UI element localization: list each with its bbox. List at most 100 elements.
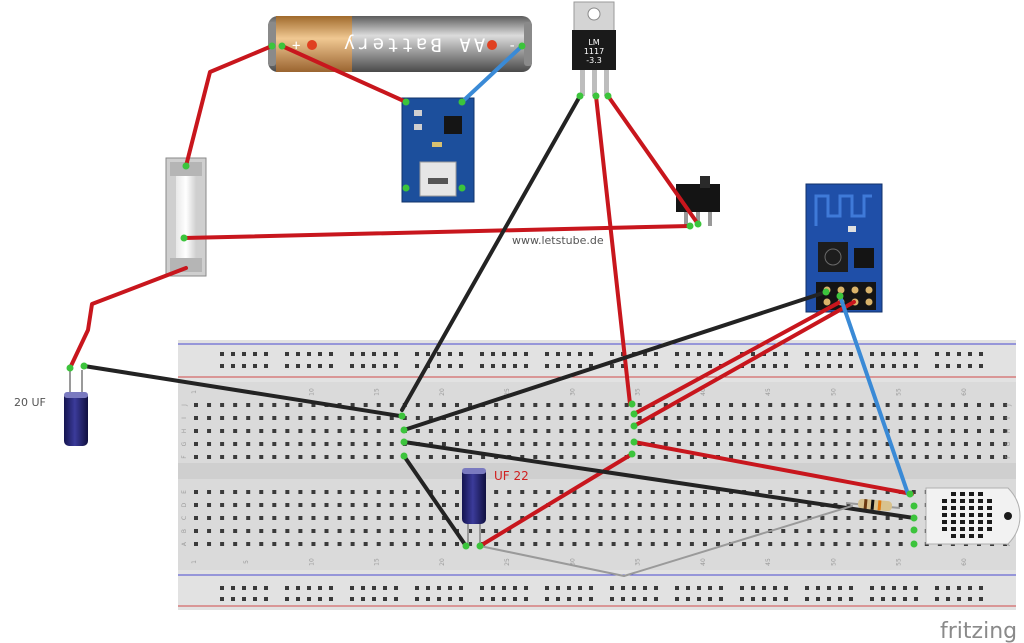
rail-hole: [448, 352, 452, 356]
rail-hole: [220, 597, 224, 601]
capacitor-large-top: [64, 392, 88, 398]
grid-hole: [337, 416, 342, 420]
grid-hole: [742, 542, 747, 546]
grid-hole: [716, 516, 720, 520]
rail-hole: [849, 597, 853, 601]
grid-hole: [363, 529, 368, 533]
rail-hole: [881, 364, 885, 368]
grid-hole: [990, 403, 995, 407]
grid-hole: [324, 442, 329, 446]
grid-hole: [950, 455, 955, 459]
rail-hole: [621, 586, 625, 590]
rail-hole: [968, 364, 972, 368]
grid-hole: [872, 429, 877, 433]
grid-hole: [259, 442, 264, 446]
rail-hole: [654, 364, 658, 368]
row-label: C: [181, 516, 188, 520]
grid-hole: [807, 442, 812, 446]
esp8266-module: [805, 183, 883, 313]
rail-hole: [805, 597, 809, 601]
rail-hole: [697, 352, 701, 356]
rail-hole: [556, 352, 560, 356]
rail-hole: [318, 586, 322, 590]
grid-hole: [311, 429, 316, 433]
grid-hole: [585, 490, 590, 494]
grid-hole: [415, 403, 420, 407]
grid-hole: [233, 429, 238, 433]
usb-port-slot: [428, 178, 448, 184]
node: [628, 450, 636, 458]
wire-black-board-capacitor: [402, 454, 468, 548]
grid-hole: [363, 416, 368, 420]
grid-hole: [833, 455, 838, 459]
wire-gray-1: [479, 545, 625, 577]
wire-red-fuse-switch: [182, 224, 692, 240]
rail-hole: [632, 364, 636, 368]
grid-hole: [781, 442, 786, 446]
regulator-body: [572, 30, 616, 70]
grid-hole: [598, 403, 603, 407]
rail-hole: [686, 586, 690, 590]
grid-hole: [376, 516, 381, 520]
grid-hole: [833, 416, 838, 420]
grid-hole: [689, 403, 694, 407]
rail-hole: [372, 352, 376, 356]
grid-hole: [220, 403, 225, 407]
grid-hole: [755, 516, 760, 520]
rail-hole: [285, 586, 289, 590]
grid-hole: [833, 490, 838, 494]
row-label: F: [1005, 455, 1012, 459]
column-label: 25: [504, 558, 511, 566]
grid-hole: [194, 429, 198, 433]
column-label: 50: [830, 388, 837, 396]
rail-hole: [513, 586, 517, 590]
rail-hole: [827, 586, 831, 590]
grid-hole: [455, 516, 459, 520]
grid-hole: [663, 455, 668, 459]
rail-hole: [621, 597, 625, 601]
grid-hole: [598, 503, 603, 507]
rail-hole: [361, 352, 365, 356]
dht-vent: [960, 513, 965, 517]
grid-hole: [311, 403, 316, 407]
node: [910, 540, 918, 548]
grid-hole: [337, 455, 342, 459]
rail-hole: [675, 364, 679, 368]
battery-terminal-right: [524, 22, 532, 66]
grid-hole: [729, 455, 734, 459]
regulator-pin-1: [580, 70, 585, 96]
grid-hole: [768, 403, 773, 407]
node: [180, 234, 188, 242]
grid-hole: [376, 416, 381, 420]
grid-hole: [507, 416, 512, 420]
grid-hole: [702, 542, 707, 546]
rail-hole: [773, 364, 777, 368]
rail-hole: [708, 364, 712, 368]
grid-hole: [794, 403, 799, 407]
grid-hole: [611, 416, 616, 420]
grid-hole: [820, 455, 825, 459]
grid-hole: [324, 516, 329, 520]
grid-hole: [807, 516, 812, 520]
grid-hole: [350, 503, 355, 507]
rail-hole: [838, 352, 842, 356]
grid-hole: [611, 529, 616, 533]
grid-hole: [546, 416, 551, 420]
regulator-line2: 1117: [584, 47, 604, 56]
rail-hole: [589, 364, 593, 368]
grid-hole: [755, 416, 760, 420]
grid-hole: [729, 429, 734, 433]
grid-hole: [207, 503, 212, 507]
column-label: 15: [374, 558, 381, 566]
grid-hole: [272, 529, 277, 533]
node: [458, 184, 466, 192]
rail-hole: [567, 586, 571, 590]
grid-hole: [585, 403, 590, 407]
grid-hole: [546, 516, 551, 520]
dht-vent: [951, 520, 956, 524]
grid-hole: [246, 529, 251, 533]
rail-hole: [816, 364, 820, 368]
node: [604, 92, 612, 100]
grid-hole: [389, 403, 394, 407]
